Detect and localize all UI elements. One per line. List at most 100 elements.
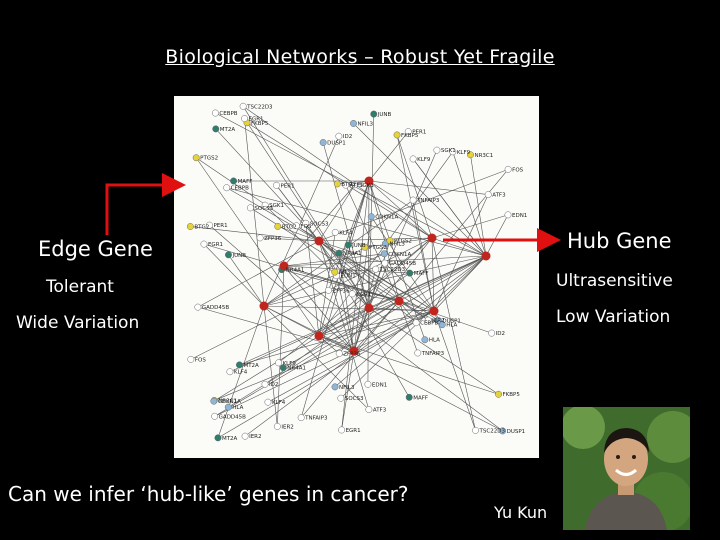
network-edge bbox=[190, 237, 433, 360]
gene-node-label: CDKN1A bbox=[375, 215, 398, 221]
edge-gene-node bbox=[495, 390, 502, 398]
network-edge bbox=[345, 184, 400, 302]
gene-node-label: EDN1 bbox=[372, 382, 387, 388]
edge-gene-node bbox=[504, 211, 512, 219]
edge-gene-node bbox=[230, 177, 238, 185]
gene-node-label: ID2 bbox=[269, 382, 278, 388]
network-edge bbox=[197, 306, 355, 352]
network-edge bbox=[368, 180, 426, 340]
gene-node-label: JUNB bbox=[377, 112, 392, 118]
network-edge bbox=[318, 335, 355, 352]
gene-node-label: SGK1 bbox=[441, 148, 456, 154]
edge-gene-node bbox=[380, 250, 388, 258]
network-edge bbox=[431, 237, 487, 257]
edge-gene-node bbox=[405, 393, 413, 401]
edge-gene-node bbox=[226, 368, 234, 376]
edge-gene-node bbox=[433, 146, 441, 154]
network-edge bbox=[396, 134, 435, 312]
gene-node-label: TSC22D3 bbox=[479, 428, 506, 434]
gene-node-label: NR4A1 bbox=[343, 251, 362, 257]
hub-gene-node bbox=[429, 306, 439, 316]
gene-node-label: TSC22D3 bbox=[379, 267, 406, 273]
network-edge bbox=[263, 246, 366, 307]
edge-gene-node bbox=[406, 269, 414, 277]
network-edge bbox=[368, 180, 489, 195]
network-edge bbox=[229, 255, 487, 373]
gene-node-label: MT2A bbox=[243, 363, 259, 369]
gene-node-label: MAFF bbox=[414, 271, 429, 277]
network-edge bbox=[214, 310, 435, 401]
network-edge bbox=[318, 335, 499, 395]
edge-gene-node bbox=[434, 317, 442, 324]
gene-node-label: BTG2 bbox=[194, 225, 209, 231]
network-edge bbox=[190, 226, 320, 242]
gene-node-label: GADD45B bbox=[202, 305, 229, 311]
edge-gene-node bbox=[279, 364, 287, 372]
edge-gene-node bbox=[342, 181, 350, 189]
edge-gene-node bbox=[256, 234, 264, 242]
gene-node-label: CEBPB bbox=[420, 321, 438, 327]
gene-node-label: PER1 bbox=[213, 223, 227, 229]
edge-gene-node bbox=[273, 422, 281, 430]
gene-node-label: TNFAIP3 bbox=[416, 198, 440, 204]
network-edge bbox=[318, 240, 385, 264]
gene-node-label: BTG2 bbox=[282, 224, 297, 230]
gene-node-label: HLA bbox=[429, 338, 440, 344]
edge-gene-node bbox=[319, 139, 327, 146]
gene-node-label: EGR1 bbox=[249, 117, 264, 123]
gene-node-label: EDN1 bbox=[512, 213, 527, 219]
network-edge bbox=[384, 262, 435, 312]
gene-node-label: TNFAIP3 bbox=[304, 416, 328, 422]
network-edge bbox=[452, 151, 487, 257]
network-edge bbox=[263, 255, 487, 307]
edge-gene-node bbox=[261, 380, 269, 388]
edge-gene-node bbox=[424, 316, 432, 324]
gene-node-label: NR3C1 bbox=[474, 153, 493, 159]
edge-gene-node bbox=[292, 222, 300, 230]
edge-gene-node bbox=[335, 249, 343, 257]
network-edge bbox=[318, 240, 410, 398]
gene-node-label: ZFP36 bbox=[332, 288, 350, 294]
gene-node-label: JUNB bbox=[351, 243, 366, 249]
edge-gene-node bbox=[264, 398, 272, 406]
edge-gene-node bbox=[504, 165, 512, 173]
network-edge bbox=[203, 243, 265, 307]
gene-node-label: HLA bbox=[232, 405, 243, 411]
network-edge bbox=[305, 223, 320, 337]
gene-node-label: SOCS3 bbox=[254, 206, 273, 212]
edge-gene-node bbox=[370, 110, 378, 118]
gene-node-label: CDKN1A bbox=[388, 252, 411, 258]
network-edge bbox=[338, 237, 433, 354]
network-edge bbox=[214, 255, 487, 417]
edge-gene-node bbox=[187, 355, 195, 363]
edge-gene-node bbox=[331, 383, 339, 391]
network-edge bbox=[264, 307, 370, 385]
network-edge bbox=[398, 300, 429, 321]
network-edge bbox=[239, 310, 435, 366]
network-edge bbox=[215, 112, 487, 257]
gene-node-label: MAFF bbox=[413, 395, 428, 401]
author-name: Yu Kun bbox=[494, 503, 548, 522]
network-edge bbox=[412, 158, 487, 257]
gene-node-label: FOS bbox=[300, 224, 311, 230]
edge-gene-node bbox=[200, 240, 208, 248]
gene-node-label: GADD45B bbox=[389, 261, 416, 267]
network-edge bbox=[396, 134, 433, 239]
network-edge bbox=[322, 142, 370, 309]
network-edge bbox=[283, 253, 385, 267]
edge-gene-node bbox=[409, 155, 417, 163]
gene-node-label: NFIL3 bbox=[339, 385, 355, 391]
gene-node-label: MT2A bbox=[220, 127, 236, 133]
edge-gene-node bbox=[421, 336, 429, 344]
network-edge bbox=[276, 185, 370, 309]
edge-gene-node bbox=[348, 290, 356, 298]
edge-gene-node bbox=[214, 434, 222, 442]
edge-gene-node bbox=[302, 219, 310, 227]
gene-node-label: CEBPB bbox=[219, 111, 237, 117]
network-edge bbox=[209, 224, 355, 352]
edge-gene-node bbox=[211, 109, 219, 117]
gene-node-label: KLF4 bbox=[234, 370, 248, 376]
network-edge bbox=[353, 269, 377, 352]
gene-node-label: FKBP5 bbox=[502, 392, 520, 398]
